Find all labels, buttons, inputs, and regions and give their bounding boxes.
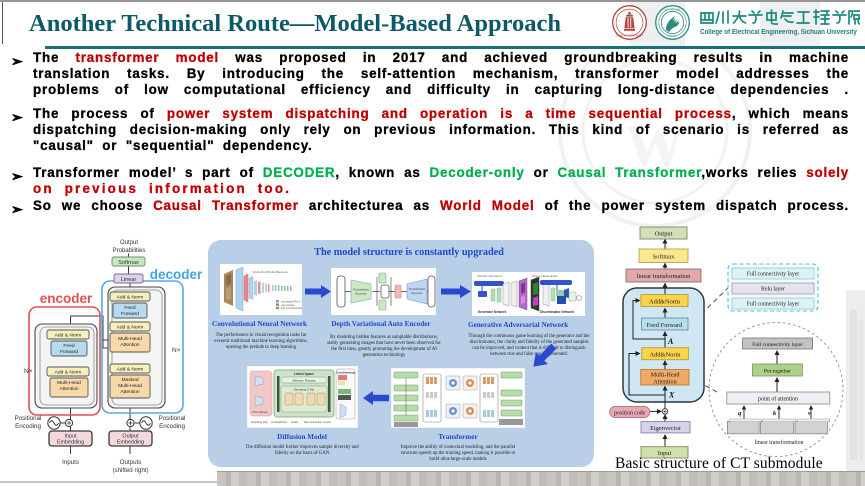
svg-text:Eigenvector: Eigenvector xyxy=(650,425,682,432)
svg-text:Add & Norm: Add & Norm xyxy=(55,370,82,376)
svg-text:Full connectivity layer: Full connectivity layer xyxy=(747,302,800,308)
svg-text:point of attention: point of attention xyxy=(758,396,798,403)
svg-text:Multi-Head: Multi-Head xyxy=(118,336,142,342)
svg-text:Softmax: Softmax xyxy=(118,260,139,266)
svg-text:linear transformation: linear transformation xyxy=(755,439,804,446)
svg-text:SICHUAN UNIVERSITY: SICHUAN UNIVERSITY xyxy=(616,35,644,38)
svg-text:linear transformation: linear transformation xyxy=(637,273,692,280)
svg-text:Attention: Attention xyxy=(653,378,676,385)
svg-text:crossattention: crossattention xyxy=(271,420,288,424)
svg-text:Output: Output xyxy=(655,231,673,238)
svg-text:Output: Output xyxy=(122,434,139,440)
svg-text:Linear: Linear xyxy=(121,277,137,283)
svg-text:Positional: Positional xyxy=(159,415,186,422)
svg-text:Add & Norm: Add & Norm xyxy=(55,333,82,339)
svg-text:concat: concat xyxy=(323,420,331,424)
svg-text:Encoding: Encoding xyxy=(15,423,41,430)
svg-text:switch: switch xyxy=(291,420,299,424)
svg-text:Discriminator Network: Discriminator Network xyxy=(540,310,574,314)
svg-text:N×: N× xyxy=(24,368,33,375)
svg-text:Multi-Head: Multi-Head xyxy=(118,383,142,389)
svg-text:A: A xyxy=(667,337,674,346)
svg-text:encoder: encoder xyxy=(40,291,93,306)
svg-text:S I C H U A N: S I C H U A N xyxy=(665,9,680,12)
svg-text:Random noise input to: Random noise input to xyxy=(477,275,503,278)
svg-text:Attention: Attention xyxy=(120,342,140,348)
svg-text:VGG-16 CNN Architecture: VGG-16 CNN Architecture xyxy=(252,270,287,274)
svg-text:N×: N× xyxy=(172,347,181,354)
svg-text:Add & Norm: Add & Norm xyxy=(117,367,144,373)
svg-text:X: X xyxy=(668,391,675,400)
svg-text:Feed: Feed xyxy=(63,343,74,349)
svg-text:Forward: Forward xyxy=(60,349,78,355)
svg-text:fully connected+ReLU: fully connected+ReLU xyxy=(281,307,302,310)
svg-text:Denoising U-Net: Denoising U-Net xyxy=(294,388,315,392)
svg-text:Relu layer: Relu layer xyxy=(761,287,785,293)
svg-text:max pooling: max pooling xyxy=(281,304,295,307)
svg-text:Embedding: Embedding xyxy=(117,440,144,446)
svg-text:Latent Space: Latent Space xyxy=(294,372,314,376)
svg-text:Masked: Masked xyxy=(121,377,138,383)
svg-text:v: v xyxy=(808,410,811,417)
svg-text:Diffusion Process: Diffusion Process xyxy=(292,379,316,383)
svg-text:q: q xyxy=(738,410,742,417)
svg-text:Attention: Attention xyxy=(59,386,79,392)
svg-text:convolution+ReLU: convolution+ReLU xyxy=(281,300,301,303)
svg-text:skip connection: skip connection xyxy=(304,420,322,424)
svg-text:Pixel Space: Pixel Space xyxy=(252,410,268,414)
svg-text:Conditioning: Conditioning xyxy=(336,371,355,375)
svg-text:Outputs: Outputs xyxy=(120,459,142,466)
svg-text:W: W xyxy=(625,113,685,179)
svg-text:Attention: Attention xyxy=(120,389,140,395)
svg-text:Real or trained sample: Real or trained sample xyxy=(532,275,558,278)
svg-text:· · · ·: · · · · xyxy=(627,9,633,12)
svg-text:U N I V: U N I V xyxy=(668,35,677,38)
svg-text:Probabilistic: Probabilistic xyxy=(409,287,426,291)
svg-text:Add&Norm: Add&Norm xyxy=(649,298,680,305)
svg-text:(shifted right): (shifted right) xyxy=(112,467,148,474)
svg-text:Full connectivity layer: Full connectivity layer xyxy=(752,342,803,348)
svg-text:Multi-Head: Multi-Head xyxy=(651,371,681,378)
svg-text:Positional: Positional xyxy=(15,415,42,422)
svg-text:Encoder: Encoder xyxy=(355,292,366,296)
svg-text:Probabilities: Probabilities xyxy=(113,248,146,254)
svg-text:Multi-Head: Multi-Head xyxy=(57,380,81,386)
svg-text:denoising step: denoising step xyxy=(251,420,268,424)
svg-text:k: k xyxy=(773,410,777,417)
svg-text:Add & Norm: Add & Norm xyxy=(117,295,144,301)
svg-text:Full connectivity layer: Full connectivity layer xyxy=(747,272,800,278)
svg-text:Encoding: Encoding xyxy=(159,423,185,430)
svg-text:Softmax: Softmax xyxy=(653,254,675,261)
svg-text:Generator Network: Generator Network xyxy=(478,310,507,314)
svg-text:Input: Input xyxy=(658,450,672,457)
svg-text:Output: Output xyxy=(120,240,138,246)
svg-text:Decoder: Decoder xyxy=(411,291,422,295)
svg-text:Embedding: Embedding xyxy=(57,440,84,446)
svg-text:Add & Norm: Add & Norm xyxy=(117,325,144,331)
svg-text:Inputs: Inputs xyxy=(62,459,79,466)
svg-text:Put together: Put together xyxy=(764,369,791,375)
svg-text:Probabilistic: Probabilistic xyxy=(353,288,370,292)
svg-text:Feed: Feed xyxy=(124,305,135,311)
svg-text:Feed Forward: Feed Forward xyxy=(647,322,683,329)
svg-text:position code: position code xyxy=(614,411,646,417)
svg-text:Forward: Forward xyxy=(121,311,139,317)
svg-text:decoder: decoder xyxy=(150,267,202,282)
svg-text:Add&Norm: Add&Norm xyxy=(650,352,681,359)
svg-text:Input: Input xyxy=(65,434,77,440)
